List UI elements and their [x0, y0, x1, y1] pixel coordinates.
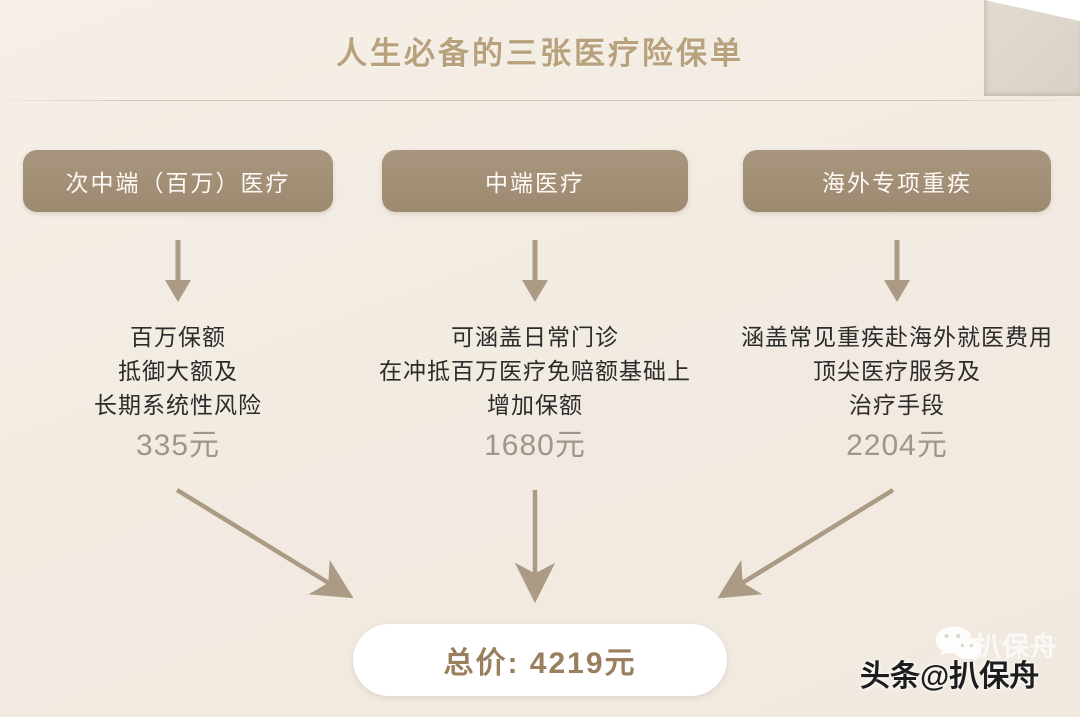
total-pill[interactable]: 总价: 4219元 — [353, 624, 727, 696]
plan-desc-line: 治疗手段 — [849, 392, 945, 418]
plan-pill-label-2: 海外专项重疾 — [822, 170, 972, 196]
plan-pill-2[interactable]: 海外专项重疾 — [743, 150, 1051, 212]
plan-columns: 次中端（百万）医疗 百万保额 抵御大额及 长期系统性风险 335元 中端医疗 — [0, 150, 1080, 464]
pill-down-arrow-1 — [522, 240, 548, 302]
plan-price-0: 335元 — [135, 429, 221, 462]
total-price-label: 总价: 4219元 — [443, 647, 637, 680]
plan-price-1: 1680元 — [484, 429, 586, 462]
plan-desc-line: 长期系统性风险 — [94, 392, 262, 418]
page-corner-fold — [984, 0, 1080, 96]
plan-pill-label-1: 中端医疗 — [485, 170, 585, 196]
plan-desc-2: 涵盖常见重疾赴海外就医费用 顶尖医疗服务及 治疗手段 — [741, 320, 1053, 422]
arrow-head — [522, 280, 548, 302]
plan-desc-line: 顶尖医疗服务及 — [813, 358, 981, 384]
plan-desc-line: 在冲抵百万医疗免赔额基础上 — [379, 358, 691, 384]
plan-desc-line: 涵盖常见重疾赴海外就医费用 — [741, 324, 1053, 350]
header: 人生必备的三张医疗险保单 — [0, 0, 1080, 100]
plan-desc-line: 可涵盖日常门诊 — [451, 324, 619, 350]
arrow-left-to-total — [175, 488, 354, 599]
wechat-icon — [936, 626, 980, 661]
arrow-shaft — [175, 240, 181, 284]
plan-desc-line: 百万保额 — [130, 324, 226, 350]
arrow-head — [165, 280, 191, 302]
arrow-right-to-total — [717, 488, 895, 599]
watermark-platform: 头条 — [860, 660, 920, 693]
plan-column-2: 海外专项重疾 涵盖常见重疾赴海外就医费用 顶尖医疗服务及 治疗手段 2204元 — [714, 150, 1080, 464]
arrow-head — [884, 280, 910, 302]
arrow-shaft — [532, 240, 538, 284]
plan-column-1: 中端医疗 可涵盖日常门诊 在冲抵百万医疗免赔额基础上 增加保额 1680元 — [356, 150, 714, 464]
plan-price-2: 2204元 — [846, 429, 948, 462]
plan-pill-0[interactable]: 次中端（百万）医疗 — [23, 150, 333, 212]
page-title: 人生必备的三张医疗险保单 — [336, 35, 744, 71]
plan-desc-1: 可涵盖日常门诊 在冲抵百万医疗免赔额基础上 增加保额 — [379, 320, 691, 422]
watermark: 扒保舟 头条 @扒保舟 — [860, 619, 1070, 705]
pill-down-arrow-2 — [884, 240, 910, 302]
plan-column-0: 次中端（百万）医疗 百万保额 抵御大额及 长期系统性风险 335元 — [0, 150, 356, 464]
arrow-shaft — [894, 240, 900, 284]
plan-desc-line: 增加保额 — [487, 392, 583, 418]
plan-pill-label-0: 次中端（百万）医疗 — [65, 170, 291, 196]
watermark-ghost-text: 扒保舟 — [974, 632, 1058, 662]
watermark-handle: @扒保舟 — [920, 660, 1040, 693]
plan-desc-line: 抵御大额及 — [118, 358, 238, 384]
converging-arrows — [175, 488, 895, 604]
total-row: 总价: 4219元 — [0, 624, 1080, 696]
plan-pill-1[interactable]: 中端医疗 — [382, 150, 688, 212]
watermark-text-row: 头条 @扒保舟 — [860, 651, 1039, 695]
plan-desc-0: 百万保额 抵御大额及 长期系统性风险 — [94, 320, 262, 422]
pill-down-arrow-0 — [165, 240, 191, 302]
header-divider — [0, 100, 1080, 101]
